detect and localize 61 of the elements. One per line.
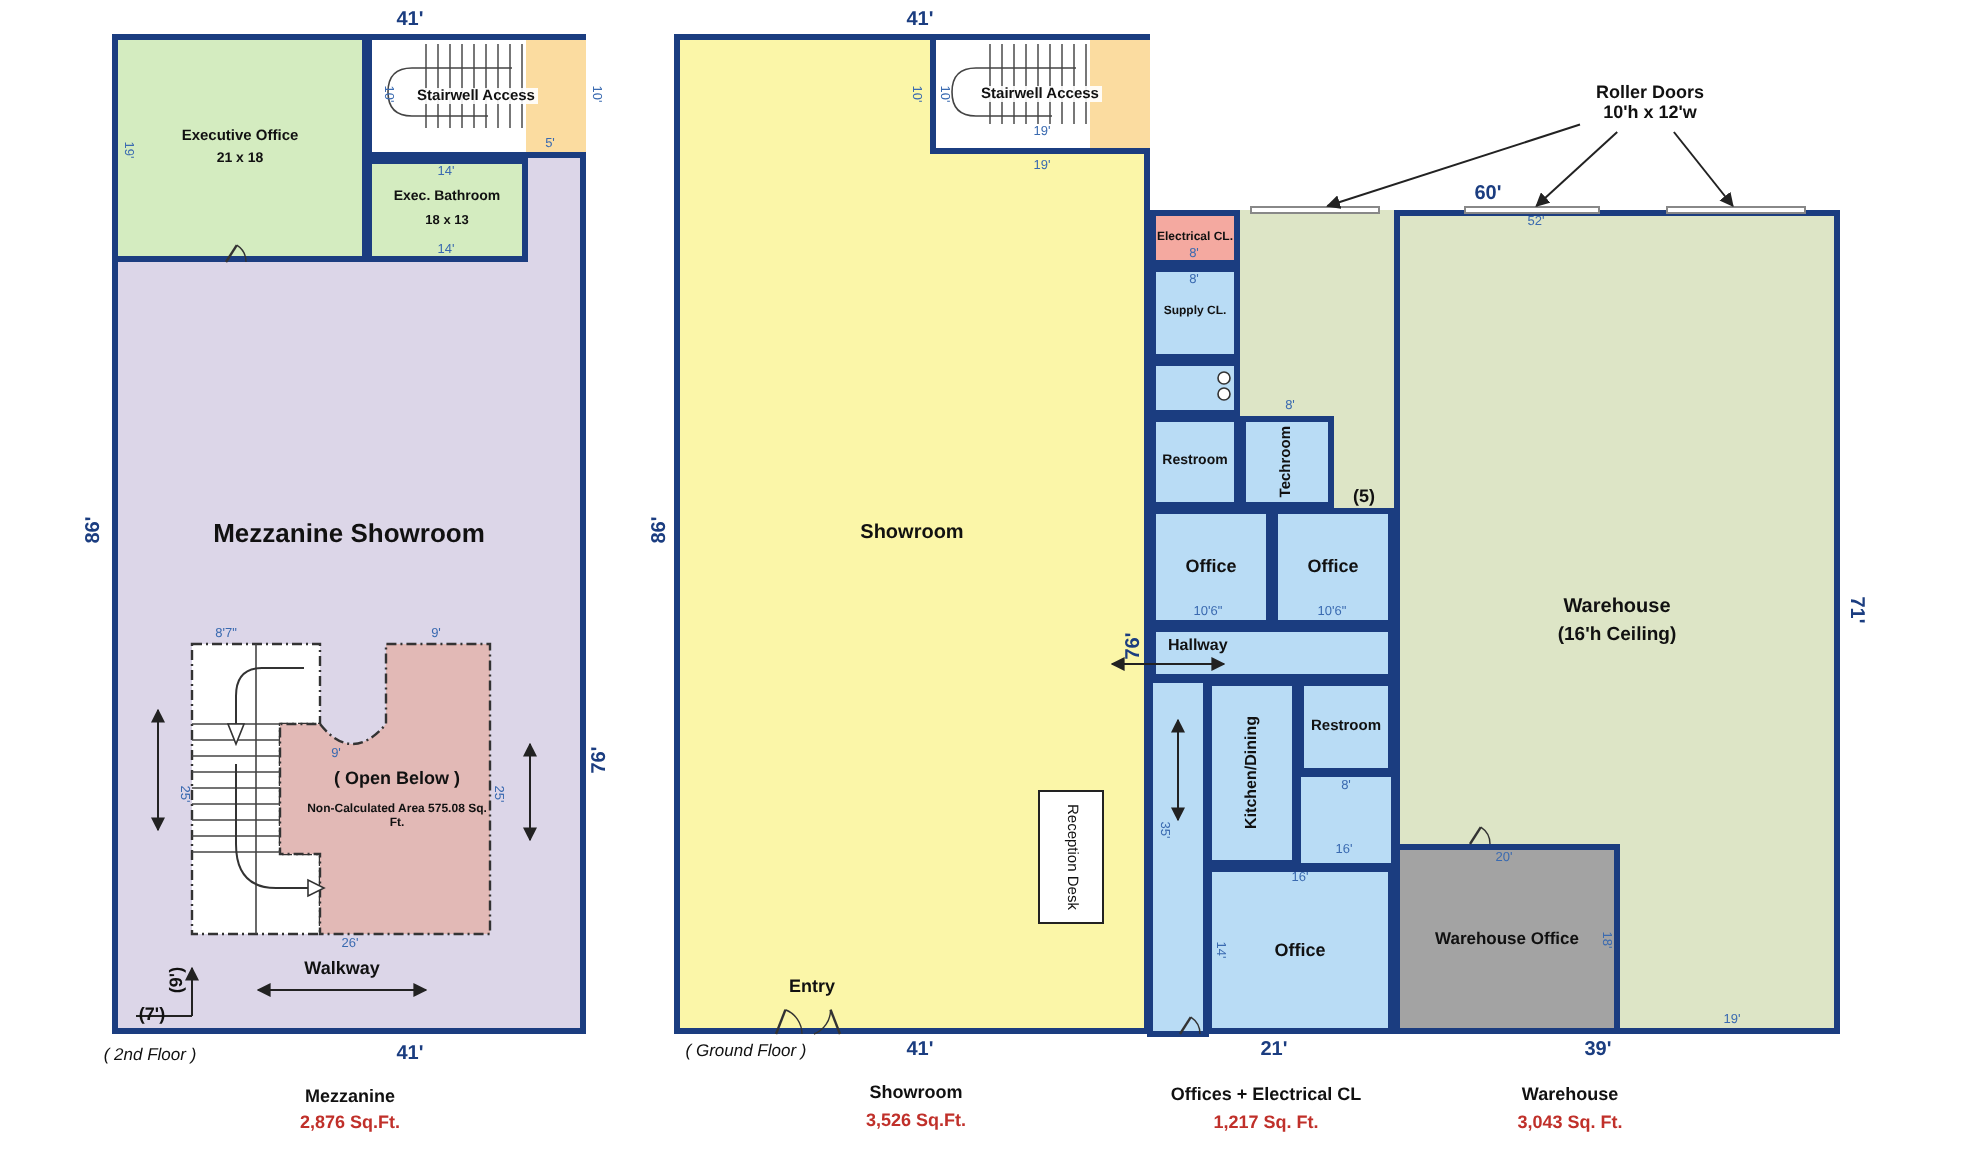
floor-note: ( 2nd Floor ) [103, 1044, 197, 1064]
room-label: Office [1274, 939, 1326, 961]
roller-door [1666, 206, 1806, 214]
room-area [1394, 844, 1620, 1034]
summary-label: Offices + Electrical CL [1170, 1084, 1362, 1104]
room-label: Office [1307, 556, 1359, 578]
leader-arrow [1326, 123, 1581, 209]
room-area [1298, 680, 1394, 774]
room-label: Mezzanine Showroom [213, 519, 485, 549]
dimension-label: 39' [1584, 1039, 1612, 1061]
dimension-label: 76' [1123, 632, 1145, 660]
dimension-label: 86' [649, 516, 671, 544]
room-area [1206, 680, 1298, 866]
room-label: Office [1185, 556, 1237, 578]
area-label: (5) [1353, 486, 1375, 506]
stairwell-area [930, 34, 1150, 154]
room-area [1240, 416, 1334, 508]
room-area [366, 158, 528, 262]
room-area [1150, 210, 1240, 266]
dimension-label: 41' [906, 1039, 934, 1061]
floor-note: ( Ground Floor ) [685, 1040, 807, 1060]
room-label: Warehouse Office [1435, 929, 1579, 949]
room-label: Roller Doors 10'h x 12'w [1593, 81, 1706, 123]
area-value: 1,217 Sq. Ft. [1213, 1112, 1319, 1132]
dimension-label: 86' [83, 516, 105, 544]
roller-door [1464, 206, 1600, 214]
summary-label: Warehouse [1521, 1084, 1619, 1104]
roller-door [1250, 206, 1380, 214]
area-label: (9') [166, 966, 186, 994]
room-area [1272, 508, 1394, 626]
room-area [1150, 416, 1240, 508]
summary-label: Mezzanine [305, 1086, 395, 1106]
summary-label: Showroom [869, 1082, 963, 1102]
area-label: Entry [789, 976, 835, 996]
leader-arrow [1535, 131, 1619, 207]
stairwell-area [366, 34, 586, 158]
area-value: 3,043 Sq. Ft. [1517, 1112, 1623, 1132]
dimension-label: 41' [906, 9, 934, 31]
room-label: Hallway [1168, 635, 1228, 655]
dimension-label: 41' [396, 9, 424, 31]
room-area [112, 34, 368, 262]
reception-desk [1038, 790, 1104, 924]
room-area [1150, 266, 1240, 360]
dimension-label: 71' [1845, 596, 1867, 624]
area-label: Walkway [304, 958, 380, 978]
room-label: Showroom [860, 522, 964, 546]
dimension-label: 41' [396, 1043, 424, 1065]
dimension-label: 21' [1260, 1039, 1288, 1061]
room-label: Kitchen/Dining [1242, 716, 1262, 830]
room-area [1150, 360, 1240, 416]
area-value: 3,526 Sq.Ft. [865, 1110, 967, 1130]
dimension-label: 76' [589, 746, 611, 774]
room-area [1206, 866, 1394, 1034]
leader-arrow [1672, 131, 1734, 208]
room-label: Warehouse [1563, 595, 1671, 619]
room-area [1150, 508, 1272, 626]
room-note: (16'h Ceiling) [1557, 626, 1677, 649]
dimension-label: 60' [1474, 183, 1502, 205]
hallway-area [1150, 626, 1394, 680]
area-value: 2,876 Sq.Ft. [299, 1112, 401, 1132]
room-area [674, 34, 1150, 1034]
